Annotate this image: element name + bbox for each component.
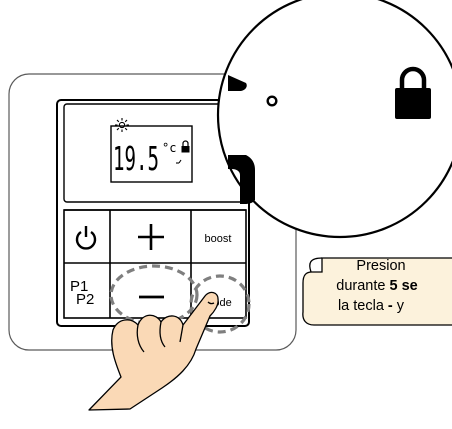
callout-text: Presion durante 5 se la tecla - y	[306, 256, 452, 316]
power-button[interactable]	[64, 210, 110, 263]
mode-highlight-circle	[189, 274, 251, 334]
plus-button[interactable]	[110, 210, 191, 263]
signal-icon	[176, 159, 182, 164]
minus-button[interactable]	[110, 263, 191, 318]
plus-icon	[138, 224, 164, 250]
zoom-circle	[216, 0, 452, 239]
callout-line-1: Presion	[356, 258, 406, 274]
callout-bubble	[302, 257, 452, 326]
boost-label: boost	[205, 233, 232, 245]
temperature-readout: 19.5	[113, 139, 159, 178]
p2-label: P2	[76, 291, 94, 308]
lcd-screen	[110, 125, 193, 183]
p1-label: P1	[70, 278, 88, 295]
program-button[interactable]: P1 P2	[64, 263, 110, 318]
boost-button[interactable]: boost	[191, 210, 246, 263]
callout-line-2: durante 5 se	[336, 278, 418, 294]
temperature-unit: °c	[162, 141, 176, 155]
power-icon	[75, 226, 97, 250]
lock-icon	[395, 66, 431, 119]
sun-icon	[115, 118, 129, 132]
callout-line-3: la tecla - y	[337, 298, 405, 314]
pointing-hand	[88, 291, 219, 411]
zoom-contents	[228, 66, 431, 204]
display-lock-icon	[181, 140, 190, 153]
